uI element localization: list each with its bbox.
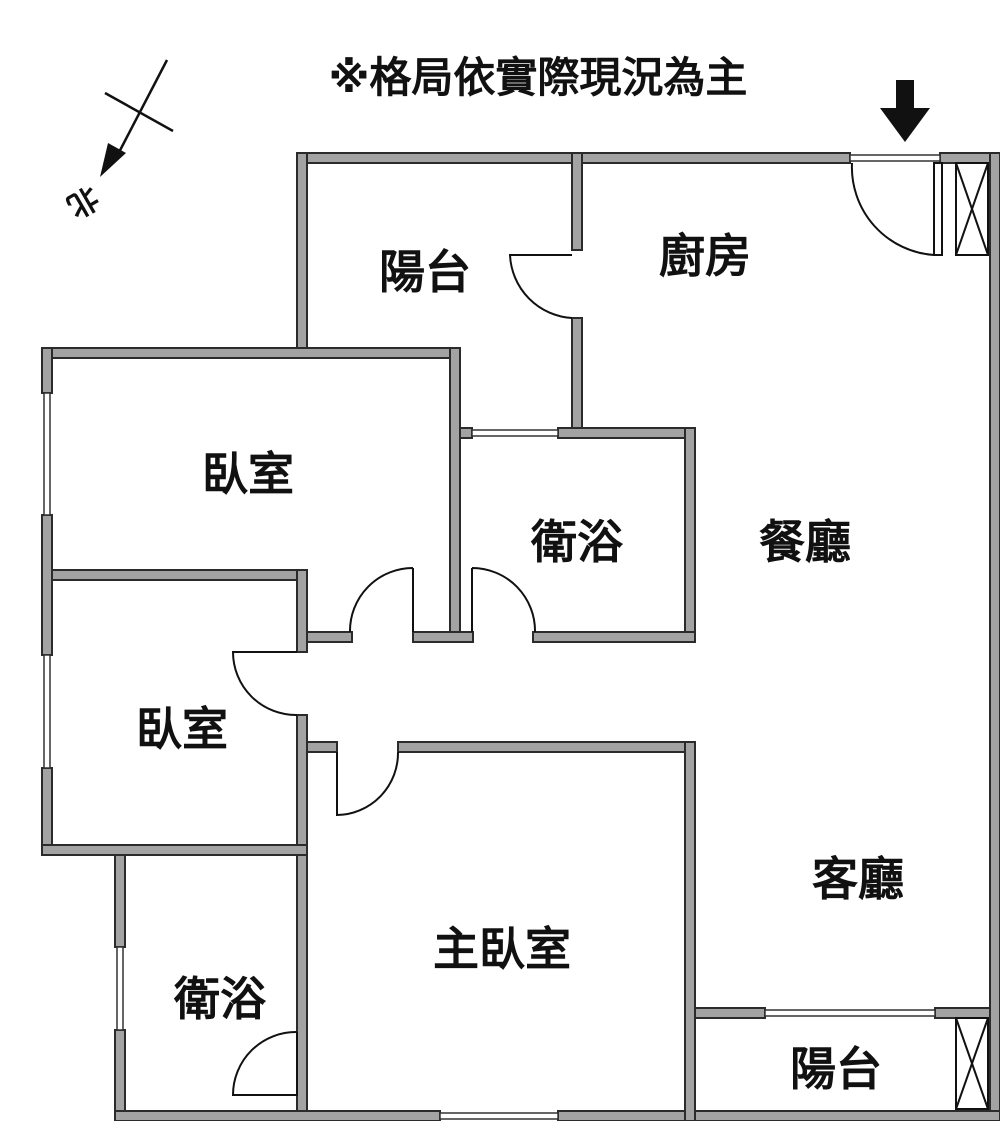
room-balcony-top: 陽台	[379, 245, 471, 299]
room-kitchen: 廚房	[659, 229, 751, 283]
room-bathroom-1: 衛浴	[530, 515, 624, 569]
windows	[43, 154, 941, 1120]
room-labels: 陽台 廚房 臥室 衛浴 餐廳 臥室 客廳 主臥室 衛浴 陽台	[136, 229, 904, 1096]
walls	[41, 152, 1000, 1121]
entrance-arrow-icon	[880, 80, 930, 142]
disclaimer-title: ※格局依實際現況為主	[329, 53, 748, 102]
room-dining: 餐廳	[759, 515, 851, 569]
room-master-bedroom: 主臥室	[433, 922, 571, 976]
room-bedroom-2: 臥室	[136, 702, 228, 756]
room-living: 客廳	[812, 852, 904, 906]
doors	[231, 162, 989, 1110]
compass-label: 北	[61, 179, 104, 224]
room-balcony-bottom: 陽台	[790, 1042, 882, 1096]
room-bathroom-2: 衛浴	[173, 972, 267, 1026]
room-bedroom-1: 臥室	[202, 447, 294, 501]
north-compass-icon: 北	[61, 59, 174, 224]
